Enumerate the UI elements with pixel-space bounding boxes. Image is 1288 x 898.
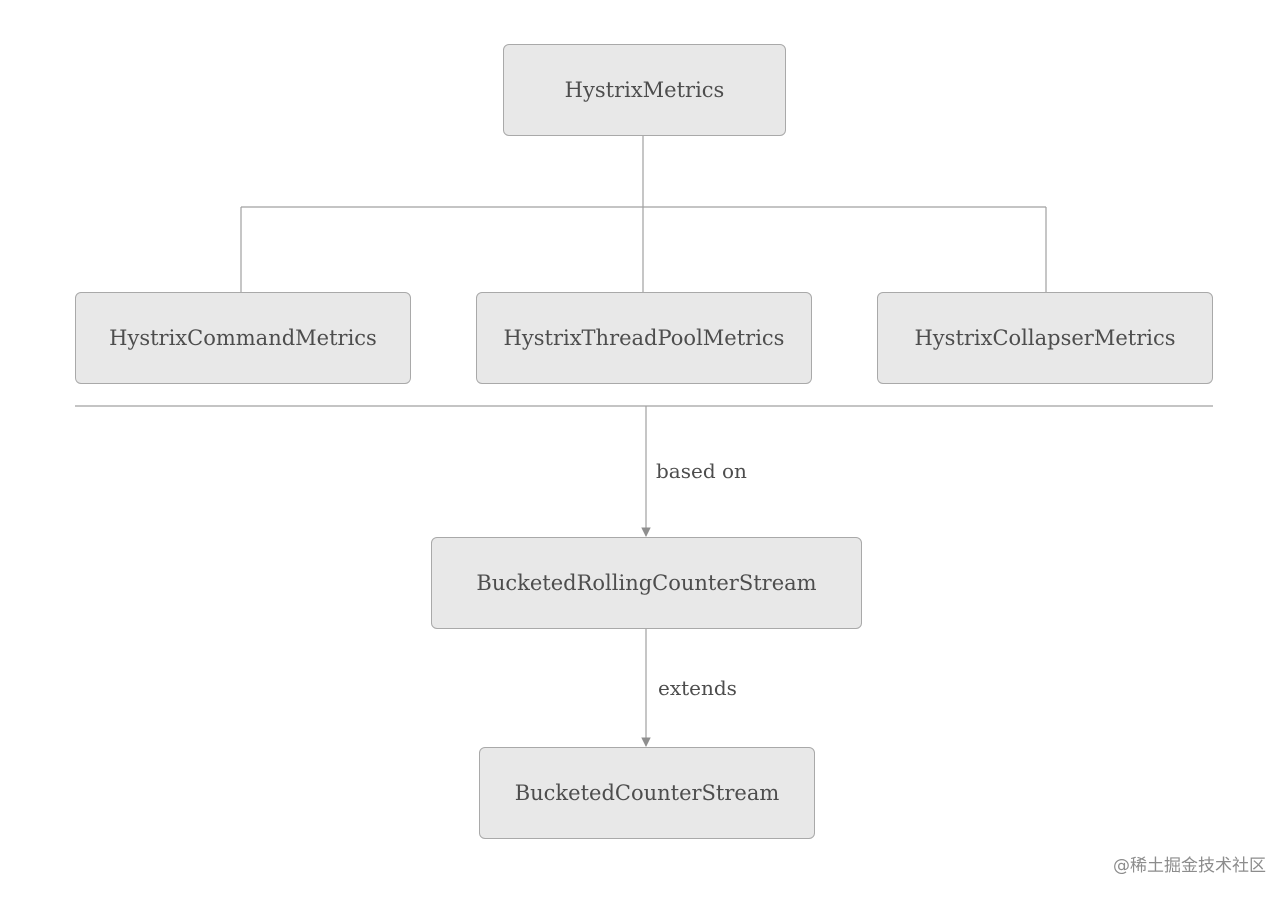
extends-label: extends — [658, 676, 737, 700]
bucketed-counter-stream-node: BucketedCounterStream — [479, 747, 815, 839]
watermark-text: @稀土掘金技术社区 — [1113, 856, 1266, 876]
based-on-label: based on — [656, 459, 747, 483]
hystrix-metrics-label: HystrixMetrics — [564, 78, 725, 102]
hystrix-collapser-metrics-node: HystrixCollapserMetrics — [877, 292, 1213, 384]
hystrix-metrics-node: HystrixMetrics — [503, 44, 786, 136]
bucketed-rolling-counter-stream-node: BucketedRollingCounterStream — [431, 537, 862, 629]
hystrix-command-metrics-label: HystrixCommandMetrics — [109, 326, 377, 350]
hystrix-command-metrics-node: HystrixCommandMetrics — [75, 292, 411, 384]
hystrix-threadpool-metrics-label: HystrixThreadPoolMetrics — [503, 326, 785, 350]
bucketed-counter-stream-label: BucketedCounterStream — [514, 781, 780, 805]
hystrix-collapser-metrics-label: HystrixCollapserMetrics — [914, 326, 1176, 350]
bucketed-rolling-counter-stream-label: BucketedRollingCounterStream — [476, 571, 817, 595]
hystrix-threadpool-metrics-node: HystrixThreadPoolMetrics — [476, 292, 812, 384]
